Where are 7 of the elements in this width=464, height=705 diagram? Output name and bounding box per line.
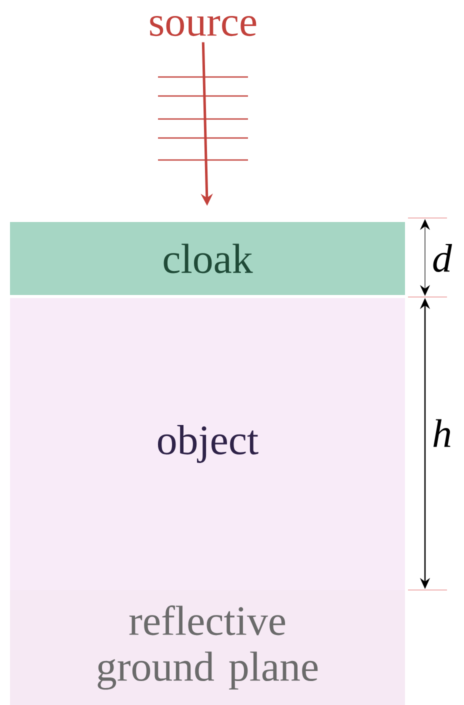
node-label: reflective ground plane [98, 605, 318, 690]
cloak-layer: cloak [10, 222, 405, 295]
node-label: object [158, 425, 258, 463]
dimension-label: d [433, 244, 452, 272]
ground-plane: reflective ground plane [10, 590, 405, 705]
source-label: source [150, 16, 256, 36]
object-region: object [10, 298, 405, 590]
